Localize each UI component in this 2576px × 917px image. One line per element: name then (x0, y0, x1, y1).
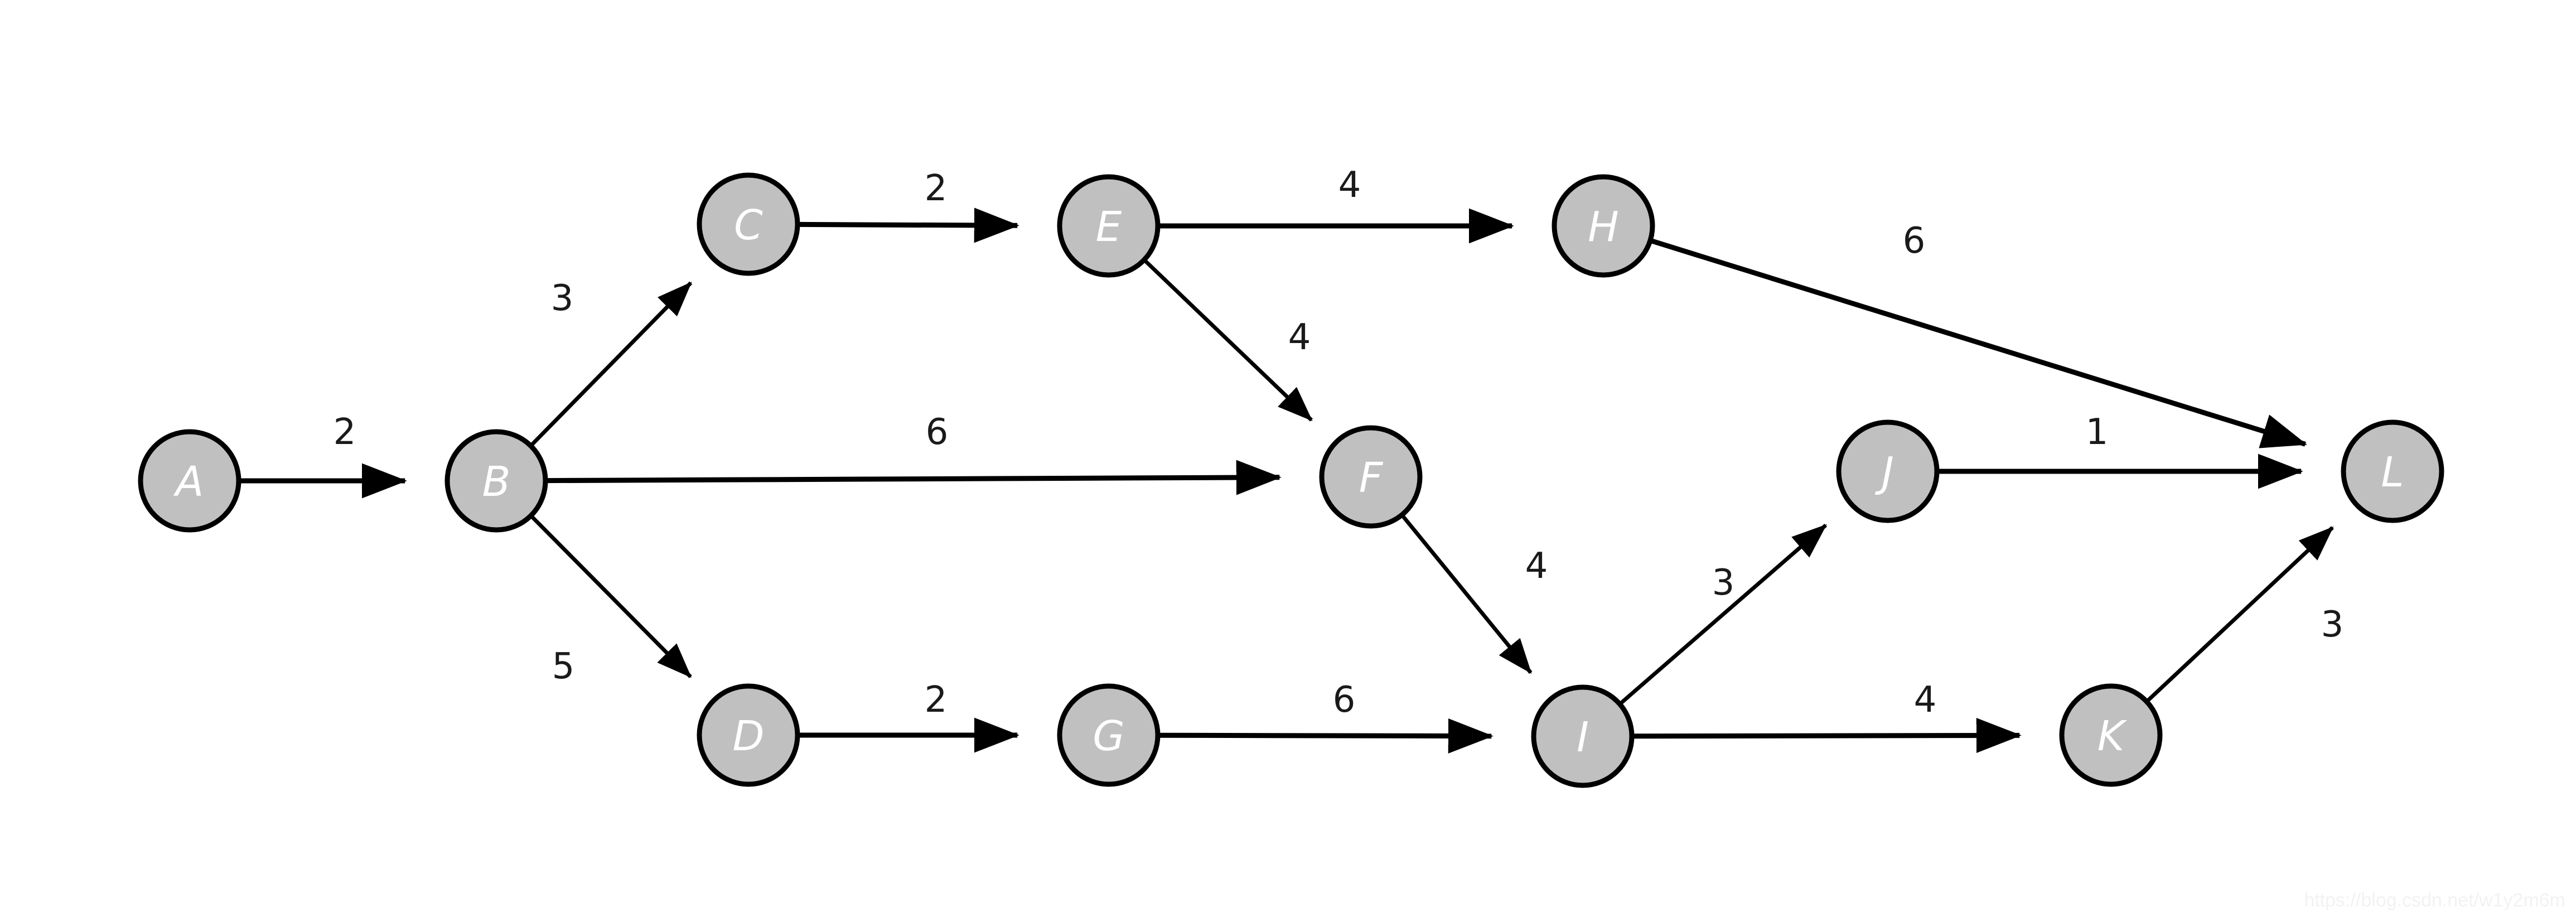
node-h[interactable]: H (1552, 174, 1655, 278)
node-i[interactable]: I (1531, 684, 1635, 788)
edge-i-to-j (1619, 524, 1828, 705)
edge-weight-k-l: 3 (2321, 604, 2344, 645)
edge-c-to-e (798, 207, 1019, 243)
node-c-label: C (734, 201, 763, 249)
node-e-circle[interactable] (1057, 174, 1161, 278)
node-d[interactable]: D (697, 683, 800, 787)
node-g-circle[interactable] (1057, 683, 1161, 787)
node-k[interactable]: K (2059, 683, 2163, 787)
edge-weights-layer: 2 3 5 6 2 2 4 4 4 6 6 3 4 1 3 (334, 165, 2344, 721)
node-b[interactable]: B (444, 429, 548, 533)
node-e-label: E (1096, 203, 1122, 251)
edge-weight-f-i: 4 (1525, 546, 1548, 587)
node-i-circle[interactable] (1531, 684, 1635, 788)
edge-weight-c-e: 2 (925, 168, 948, 209)
node-d-label: D (733, 712, 765, 760)
node-b-label: B (482, 458, 511, 506)
edge-i-to-k (1632, 718, 2022, 754)
edge-weight-d-g: 2 (925, 679, 948, 721)
node-c[interactable]: C (697, 172, 800, 276)
node-h-circle[interactable] (1552, 174, 1655, 278)
edge-weight-b-f: 6 (926, 412, 949, 453)
edge-weight-b-d: 5 (552, 646, 575, 687)
node-l-circle[interactable] (2341, 419, 2444, 523)
node-j[interactable]: J (1836, 419, 1940, 523)
node-a-label: A (173, 458, 204, 506)
node-f-circle[interactable] (1319, 425, 1423, 529)
node-c-circle[interactable] (697, 172, 800, 276)
nodes-layer: A B C D E F G H I J K L (138, 172, 2444, 788)
node-g[interactable]: G (1057, 683, 1161, 787)
edge-h-to-l (1650, 238, 2308, 448)
node-j-circle[interactable] (1836, 419, 1940, 523)
edge-g-to-i (1158, 718, 1494, 754)
node-e[interactable]: E (1057, 174, 1161, 278)
node-l-label: L (2381, 448, 2404, 496)
node-l[interactable]: L (2341, 419, 2444, 523)
edge-weight-b-c: 3 (551, 278, 574, 319)
node-d-circle[interactable] (697, 683, 800, 787)
edges-layer (240, 207, 2334, 754)
node-f[interactable]: F (1319, 425, 1423, 529)
node-h-label: H (1588, 203, 1619, 251)
edge-weight-e-f: 4 (1288, 317, 1311, 358)
node-a[interactable]: A (138, 429, 241, 533)
edge-weight-i-j: 3 (1712, 562, 1735, 604)
edge-weight-h-l: 6 (1903, 220, 1926, 262)
node-k-circle[interactable] (2059, 683, 2163, 787)
edge-f-to-i (1401, 514, 1533, 674)
node-i-label: I (1577, 713, 1589, 761)
edge-b-to-d (530, 515, 692, 678)
edge-weight-e-h: 4 (1338, 165, 1361, 206)
node-b-circle[interactable] (444, 429, 548, 533)
edge-weight-i-k: 4 (1914, 679, 1937, 721)
watermark-label: https://blog.csdn.net/w1y2m6m (2304, 890, 2565, 911)
node-a-circle[interactable] (138, 429, 241, 533)
edge-e-to-f (1143, 259, 1313, 422)
edge-weight-j-l: 1 (2086, 412, 2109, 453)
edge-b-to-c (530, 281, 693, 447)
edge-weight-a-b: 2 (334, 412, 356, 453)
node-g-label: G (1093, 712, 1124, 760)
edge-k-to-l (2146, 526, 2334, 703)
node-k-label: K (2097, 712, 2128, 760)
node-f-label: F (1359, 454, 1384, 502)
edge-weight-g-i: 6 (1333, 679, 1356, 721)
edge-b-to-f (546, 460, 1282, 495)
